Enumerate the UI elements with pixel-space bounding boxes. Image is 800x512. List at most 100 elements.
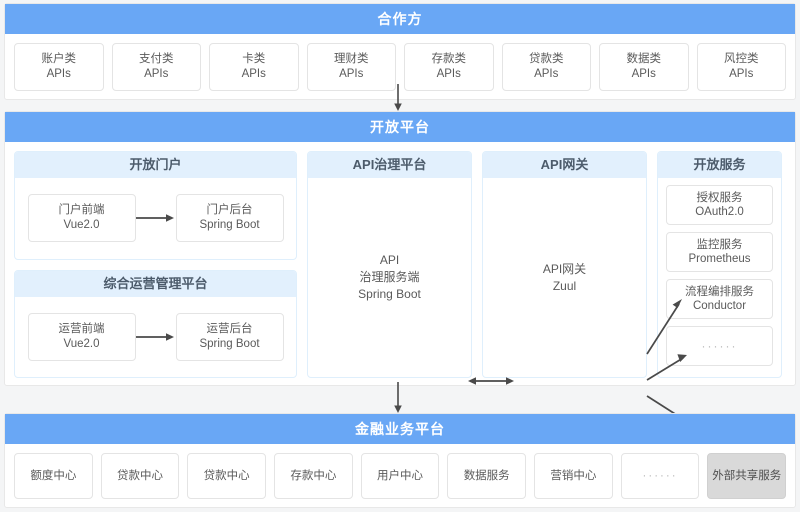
node-portal-frontend-name: 门户前端 — [58, 204, 105, 217]
panel-open-services-title: 开放服务 — [658, 152, 781, 178]
financial-card-label: 营销中心 — [550, 469, 597, 482]
api-card-suffix: APIs — [534, 68, 559, 80]
panel-api-governance-title: API治理平台 — [308, 152, 471, 178]
governance-line3: Spring Boot — [358, 287, 421, 301]
api-card[interactable]: 存款类 APIs — [404, 43, 494, 91]
open-service-name: 监控服务 — [696, 239, 743, 251]
api-card-name: 存款类 — [431, 53, 467, 65]
node-portal-backend-name: 门户后台 — [206, 204, 253, 217]
portal-node-pair: 门户前端 Vue2.0 门户后台 Spring Boot — [15, 194, 296, 243]
right-arrow-icon — [135, 214, 174, 223]
panel-ops-platform-body: 运营前端 Vue2.0 运营后台 Spring Boot — [15, 297, 296, 378]
api-card-suffix: APIs — [631, 68, 656, 80]
api-card-suffix: APIs — [339, 68, 364, 80]
financial-card[interactable]: 数据服务 — [447, 453, 527, 499]
open-platform-section-title: 开放平台 — [5, 112, 795, 142]
api-card[interactable]: 支付类 APIs — [111, 43, 201, 91]
financial-card[interactable]: 额度中心 — [14, 453, 93, 499]
api-card[interactable]: 数据类 APIs — [599, 43, 689, 91]
financial-card-shared[interactable]: 外部共享服务 — [707, 453, 787, 499]
financial-card[interactable]: 用户中心 — [360, 453, 440, 499]
panel-open-services: 开放服务 授权服务 OAuth2.0 监控服务 Prometheus 流程编排服务 Con… — [657, 151, 782, 378]
api-card-name: 风控类 — [724, 53, 759, 65]
gateway-line2: Zuul — [552, 278, 577, 293]
node-portal-backend[interactable]: 门户后台 Spring Boot — [175, 194, 284, 243]
api-card-suffix: APIs — [241, 68, 266, 80]
open-service-box[interactable]: 监控服务 Prometheus — [666, 232, 773, 272]
api-card[interactable]: 风控类 APIs — [696, 43, 786, 91]
node-ops-frontend-tech: Vue2.0 — [63, 337, 100, 350]
financial-card[interactable]: ······ — [620, 453, 700, 499]
down-arrow-icon — [394, 84, 402, 111]
open-service-tech: Prometheus — [688, 253, 751, 265]
node-ops-backend-name: 运营后台 — [206, 322, 253, 335]
open-service-tech: Conductor — [692, 300, 747, 312]
panel-api-governance-body[interactable]: API 治理服务端 Spring Boot — [308, 178, 471, 377]
financial-card[interactable]: 营销中心 — [534, 453, 613, 499]
api-card-suffix: APIs — [46, 68, 71, 80]
api-card[interactable]: 贷款类 APIs — [501, 43, 591, 91]
api-card-name: 贷款类 — [529, 53, 564, 65]
panel-api-gateway-body[interactable]: API网关 Zuul — [483, 178, 646, 377]
panel-api-gateway: API网关 API网关 Zuul — [482, 151, 647, 378]
financial-platform-section-title: 金融业务平台 — [5, 414, 795, 444]
open-platform-body: 开放门户 门户前端 Vue2.0 门户 — [5, 142, 795, 387]
governance-line2: 治理服务端 — [359, 270, 420, 284]
panel-open-portal-body: 门户前端 Vue2.0 门户后台 Spring Boot — [15, 178, 296, 259]
governance-label: API 治理服务端 Spring Boot — [358, 252, 421, 303]
connector-partner-to-platform — [391, 84, 405, 112]
panel-ops-platform-title: 综合运营管理平台 — [15, 270, 296, 297]
api-card-name: 数据类 — [626, 53, 662, 65]
open-platform-section: 开放平台 开放门户 门户前端 Vue2.0 — [4, 111, 796, 476]
financial-card-label: 外部共享服务 — [712, 469, 782, 482]
gateway-label: API网关 Zuul — [543, 261, 586, 295]
api-card-suffix: APIs — [144, 68, 169, 80]
open-service-box[interactable]: 授权服务 OAuth2.0 — [666, 185, 773, 225]
financial-card-label: 用户中心 — [377, 469, 424, 482]
bidirectional-arrow-icon — [468, 377, 514, 385]
financial-card[interactable]: 贷款中心 — [187, 453, 267, 499]
financial-card-label: 贷款中心 — [117, 469, 163, 482]
open-service-name: 授权服务 — [696, 192, 743, 204]
open-service-box[interactable]: ······ — [666, 326, 773, 366]
api-card-name: 卡类 — [242, 53, 266, 65]
open-service-name: 流程编排服务 — [685, 286, 754, 298]
api-card-suffix: APIs — [729, 68, 754, 80]
open-service-box[interactable]: 流程编排服务 Conductor — [666, 279, 773, 319]
api-card-name: 支付类 — [139, 53, 174, 65]
node-portal-frontend-tech: Vue2.0 — [63, 219, 100, 232]
panel-open-portal: 开放门户 门户前端 Vue2.0 门户 — [14, 151, 297, 260]
financial-card-label: ······ — [642, 469, 678, 482]
right-arrow-icon — [135, 332, 174, 341]
panel-api-gateway-title: API网关 — [483, 152, 646, 178]
financial-card-label: 存款中心 — [290, 469, 337, 482]
open-service-tech: OAuth2.0 — [695, 206, 744, 218]
financial-card-label: 贷款中心 — [203, 469, 250, 482]
api-card[interactable]: 卡类 APIs — [209, 43, 299, 91]
financial-center-row: 额度中心 贷款中心 贷款中心 存款中心 用户中心 数据服务 营销中心 ······ 外部共享服务 — [5, 444, 795, 499]
portal-ops-column: 开放门户 门户前端 Vue2.0 门户 — [14, 151, 297, 378]
node-ops-frontend[interactable]: 运营前端 Vue2.0 — [27, 312, 136, 361]
panel-open-portal-title: 开放门户 — [15, 152, 296, 178]
financial-card-label: 数据服务 — [463, 469, 510, 482]
node-portal-backend-tech: Spring Boot — [199, 219, 260, 232]
node-ops-backend[interactable]: 运营后台 Spring Boot — [175, 312, 284, 361]
connector-platform-to-financial — [391, 382, 405, 414]
financial-card-label: 额度中心 — [30, 469, 77, 482]
open-services-list: 授权服务 OAuth2.0 监控服务 Prometheus 流程编排服务 Conducto… — [658, 178, 781, 377]
open-service-tech: ······ — [701, 339, 738, 353]
node-ops-frontend-name: 运营前端 — [58, 322, 105, 335]
api-card[interactable]: 理财类 APIs — [306, 43, 396, 91]
node-portal-frontend[interactable]: 门户前端 Vue2.0 — [27, 194, 136, 243]
api-card-suffix: APIs — [436, 68, 461, 80]
down-arrow-icon — [394, 382, 402, 413]
api-card-name: 理财类 — [334, 53, 369, 65]
financial-card[interactable]: 存款中心 — [274, 453, 353, 499]
panel-ops-platform: 综合运营管理平台 运营前端 Vue2.0 — [14, 269, 297, 378]
financial-card[interactable]: 贷款中心 — [100, 453, 180, 499]
ops-node-pair: 运营前端 Vue2.0 运营后台 Spring Boot — [15, 312, 296, 361]
panel-api-governance: API治理平台 API 治理服务端 Spring Boot — [307, 151, 472, 378]
